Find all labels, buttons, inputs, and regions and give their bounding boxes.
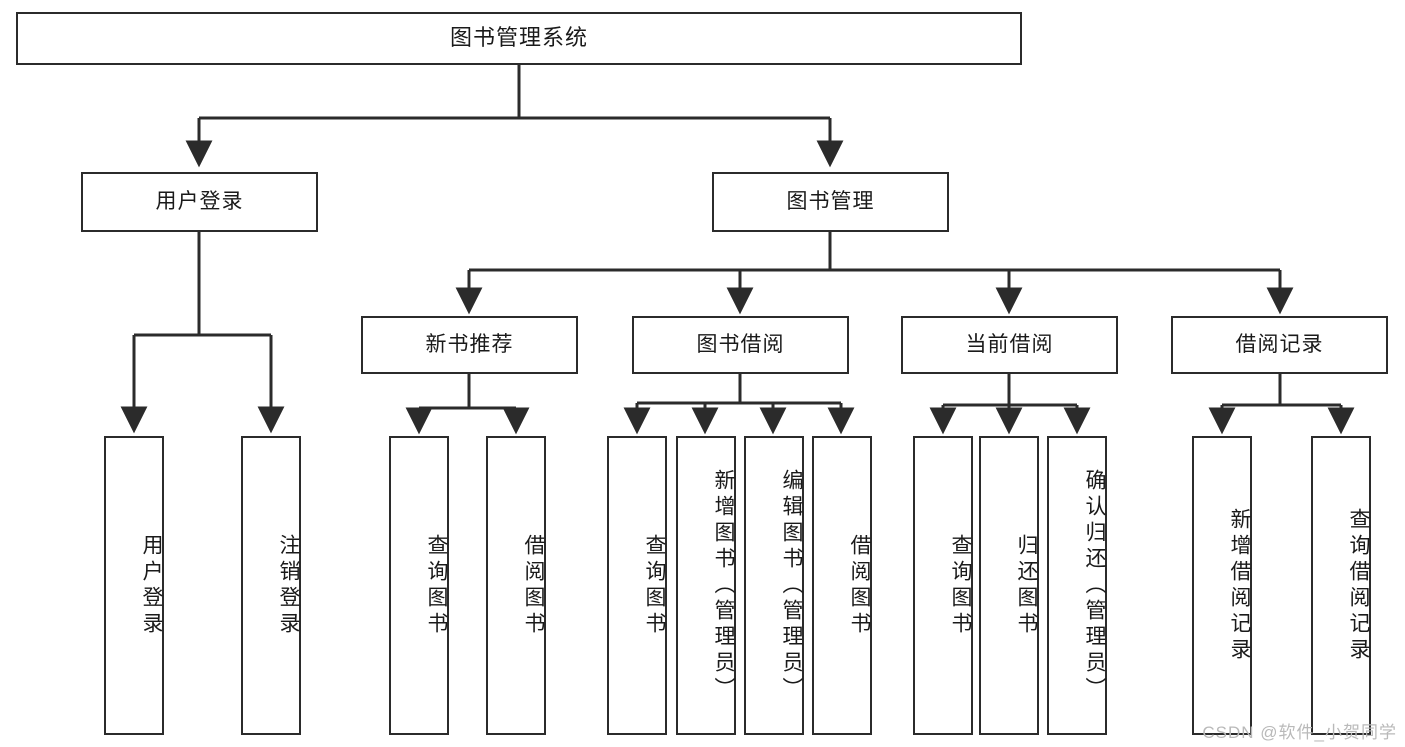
node-label: 查询图书 [949,533,972,638]
node-label: 借阅记录 [1235,333,1324,357]
node-leaf-borrow-book[interactable]: 借阅图书 [812,436,872,735]
node-book-management[interactable]: 图书管理 [712,172,949,232]
node-label: 查询图书 [643,533,666,638]
node-root-book-management-system[interactable]: 图书管理系统 [16,12,1022,65]
node-book-borrow[interactable]: 图书借阅 [632,316,849,374]
node-label: 查询借阅记录 [1347,507,1370,664]
node-borrow-record[interactable]: 借阅记录 [1171,316,1388,374]
node-leaf-add-book-admin[interactable]: 新增图书（管理员） [676,436,736,735]
node-label: 图书借阅 [696,333,785,357]
node-label: 当前借阅 [965,333,1054,357]
node-leaf-edit-book-admin[interactable]: 编辑图书（管理员） [744,436,804,735]
node-leaf-query-book-recommend[interactable]: 查询图书 [389,436,449,735]
node-leaf-user-login[interactable]: 用户登录 [104,436,164,735]
node-user-login[interactable]: 用户登录 [81,172,318,232]
node-leaf-add-borrow-record[interactable]: 新增借阅记录 [1192,436,1252,735]
node-label: 图书管理系统 [449,25,588,51]
node-leaf-borrow-book-recommend[interactable]: 借阅图书 [486,436,546,735]
node-label: 借阅图书 [848,533,871,638]
node-new-book-recommend[interactable]: 新书推荐 [361,316,578,374]
node-current-borrow[interactable]: 当前借阅 [901,316,1118,374]
node-leaf-return-book[interactable]: 归还图书 [979,436,1039,735]
node-label: 新增借阅记录 [1228,507,1251,664]
node-leaf-confirm-return-admin[interactable]: 确认归还（管理员） [1047,436,1107,735]
node-label: 确认归还（管理员） [1083,468,1106,703]
node-label: 新书推荐 [425,333,514,357]
node-label: 归还图书 [1015,533,1038,638]
node-label: 新增图书（管理员） [712,468,735,703]
node-leaf-query-book-borrow[interactable]: 查询图书 [607,436,667,735]
node-leaf-query-book-current[interactable]: 查询图书 [913,436,973,735]
node-leaf-logout-login[interactable]: 注销登录 [241,436,301,735]
node-label: 编辑图书（管理员） [780,468,803,703]
node-label: 用户登录 [155,190,244,214]
node-label: 借阅图书 [522,533,545,638]
node-leaf-query-borrow-record[interactable]: 查询借阅记录 [1311,436,1371,735]
watermark-csdn: CSDN @软件_小贺同学 [1202,723,1397,742]
node-label: 注销登录 [277,533,300,638]
node-label: 图书管理 [786,190,875,214]
node-label: 用户登录 [140,533,163,638]
node-label: 查询图书 [425,533,448,638]
